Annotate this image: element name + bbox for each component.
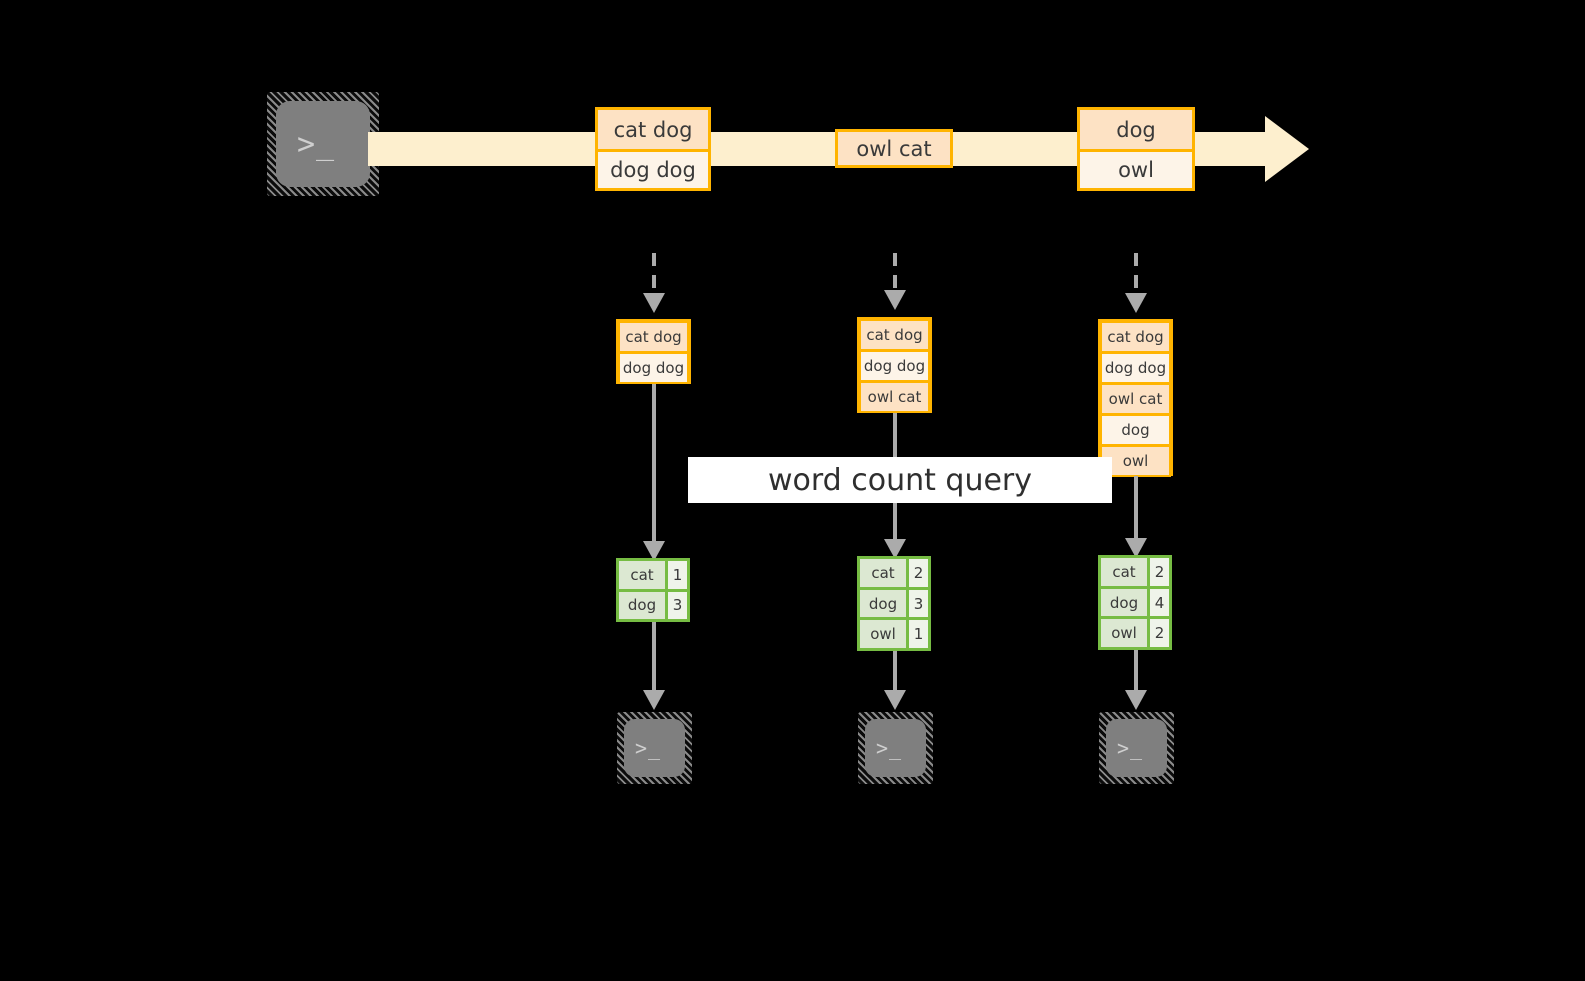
stream-event: dog: [1080, 110, 1192, 149]
table-cell-count: 1: [906, 620, 928, 649]
query-arrowhead-2: [884, 539, 906, 559]
stream-event: owl cat: [838, 132, 950, 165]
stream-tap-arrowhead-1: [643, 293, 665, 313]
stream-event-group-3: dog owl: [1077, 107, 1195, 191]
table-cell-word: cat: [619, 561, 665, 589]
terminal-face: [1106, 719, 1167, 777]
buffer-event: cat dog: [618, 321, 689, 353]
buffer-event: cat dog: [859, 319, 930, 351]
table-row: dog 3: [860, 586, 928, 618]
sink-connector-1: [652, 622, 656, 694]
result-table-3: cat 2 dog 4 owl 2: [1098, 555, 1172, 650]
table-cell-word: cat: [860, 559, 906, 587]
table-row: owl 1: [860, 617, 928, 649]
sink-arrowhead-1: [643, 690, 665, 710]
table-cell-count: 3: [906, 589, 928, 618]
query-label-band: word count query: [688, 457, 1112, 503]
table-row: dog 4: [1101, 585, 1169, 617]
terminal-face: [865, 719, 926, 777]
query-connector-1: [652, 384, 656, 551]
input-buffer-1: cat dog dog dog: [616, 319, 691, 384]
table-cell-count: 2: [1147, 619, 1169, 648]
table-row: cat 1: [619, 561, 687, 589]
table-cell-count: 3: [665, 591, 687, 619]
stream-tap-connector-3: [1134, 253, 1138, 297]
table-cell-count: 1: [665, 561, 687, 589]
terminal-prompt-glyph: >_: [297, 127, 336, 162]
input-buffer-2: cat dog dog dog owl cat: [857, 317, 932, 413]
query-arrowhead-3: [1125, 538, 1147, 558]
stream-event: dog dog: [598, 149, 708, 188]
table-cell-count: 2: [906, 559, 928, 587]
stream-event-group-2: owl cat: [835, 129, 953, 168]
terminal-prompt-glyph: >_: [1117, 736, 1144, 760]
stream-tap-connector-1: [652, 253, 656, 297]
stream-tap-arrowhead-3: [1125, 293, 1147, 313]
query-label-text: word count query: [767, 462, 1033, 498]
table-row: cat 2: [860, 559, 928, 587]
buffer-event: cat dog: [1100, 321, 1171, 353]
terminal-face: [276, 101, 370, 187]
sink-terminal-icon-1: >_: [617, 712, 692, 784]
sink-arrowhead-2: [884, 690, 906, 710]
terminal-prompt-glyph: >_: [635, 736, 662, 760]
buffer-event: dog dog: [859, 350, 930, 382]
table-row: dog 3: [619, 588, 687, 619]
stream-event-group-1: cat dog dog dog: [595, 107, 711, 191]
table-cell-word: cat: [1101, 558, 1147, 586]
result-table-1: cat 1 dog 3: [616, 558, 690, 622]
sink-arrowhead-3: [1125, 690, 1147, 710]
buffer-event: owl cat: [1100, 383, 1171, 415]
terminal-face: [624, 719, 685, 777]
stream-event: owl: [1080, 149, 1192, 188]
query-arrowhead-1: [643, 541, 665, 561]
event-stream-arrowhead: [1265, 116, 1309, 182]
stream-tap-arrowhead-2: [884, 290, 906, 310]
buffer-event: dog dog: [1100, 352, 1171, 384]
query-connector-3: [1134, 476, 1138, 548]
sink-connector-2: [893, 651, 897, 694]
sink-connector-3: [1134, 650, 1138, 694]
buffer-event: owl cat: [859, 381, 930, 413]
table-cell-word: dog: [860, 589, 906, 618]
table-cell-count: 4: [1147, 588, 1169, 617]
buffer-event: dog: [1100, 414, 1171, 446]
table-cell-word: owl: [1101, 619, 1147, 648]
stream-event: cat dog: [598, 110, 708, 149]
buffer-event: dog dog: [618, 352, 689, 384]
sink-terminal-icon-2: >_: [858, 712, 933, 784]
stream-tap-connector-2: [893, 253, 897, 294]
table-cell-count: 2: [1147, 558, 1169, 586]
table-cell-word: dog: [619, 591, 665, 619]
source-terminal-icon: >_: [267, 92, 379, 196]
table-cell-word: dog: [1101, 588, 1147, 617]
sink-terminal-icon-3: >_: [1099, 712, 1174, 784]
result-table-2: cat 2 dog 3 owl 1: [857, 556, 931, 651]
terminal-prompt-glyph: >_: [876, 736, 903, 760]
input-buffer-3: cat dog dog dog owl cat dog owl: [1098, 319, 1173, 477]
table-cell-word: owl: [860, 620, 906, 649]
table-row: owl 2: [1101, 616, 1169, 648]
table-row: cat 2: [1101, 558, 1169, 586]
